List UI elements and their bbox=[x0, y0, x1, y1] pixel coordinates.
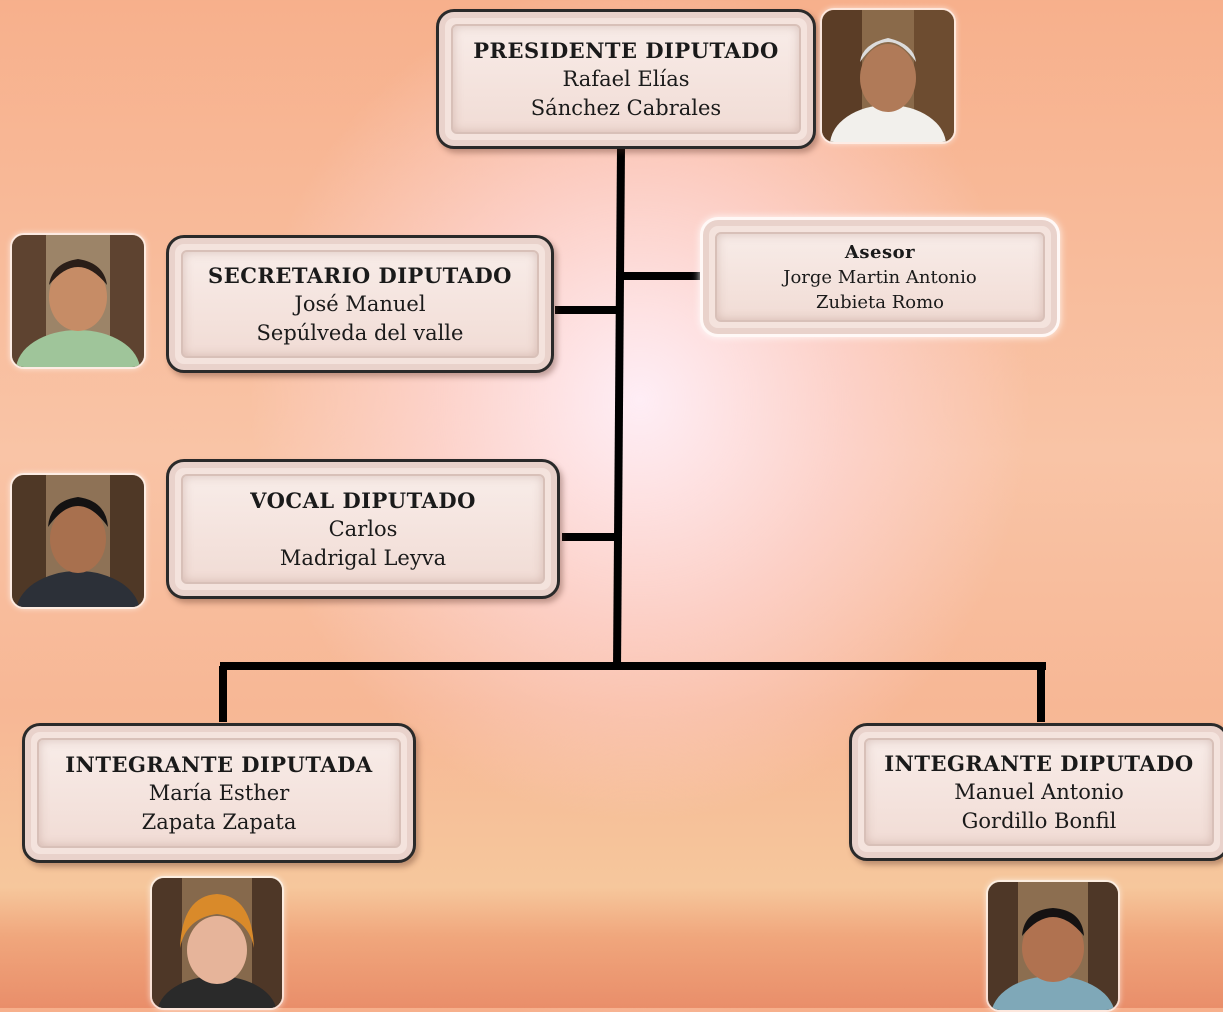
member-left-title: INTEGRANTE DIPUTADA bbox=[65, 751, 373, 777]
president-name1: Rafael Elías bbox=[562, 66, 690, 91]
asesor-title: Asesor bbox=[844, 241, 916, 263]
asesor-box: Asesor Jorge Martin Antonio Zubieta Romo bbox=[700, 217, 1060, 337]
member-right-name1: Manuel Antonio bbox=[954, 779, 1124, 804]
portrait-vocal-icon bbox=[10, 473, 146, 609]
secretary-name1: José Manuel bbox=[294, 291, 426, 316]
member-left-name1: María Esther bbox=[148, 780, 290, 805]
asesor-name2: Zubieta Romo bbox=[815, 291, 944, 313]
trunk-line bbox=[613, 147, 625, 669]
member-right-name2: Gordillo Bonfil bbox=[961, 808, 1117, 833]
portrait-secretary-icon bbox=[10, 233, 146, 369]
vocal-name1: Carlos bbox=[328, 516, 398, 541]
president-box: PRESIDENTE DIPUTADO Rafael Elías Sánchez… bbox=[436, 9, 816, 149]
vocal-box: VOCAL DIPUTADO Carlos Madrigal Leyva bbox=[166, 459, 560, 599]
vocal-title: VOCAL DIPUTADO bbox=[250, 487, 476, 513]
secretary-name2: Sepúlveda del valle bbox=[256, 320, 464, 345]
portrait-member-left-icon bbox=[150, 876, 284, 1010]
president-title: PRESIDENTE DIPUTADO bbox=[473, 37, 779, 63]
portrait-member-right-icon bbox=[986, 880, 1120, 1012]
member-right-title: INTEGRANTE DIPUTADO bbox=[884, 750, 1194, 776]
secretary-title: SECRETARIO DIPUTADO bbox=[208, 262, 512, 288]
member-left-box: INTEGRANTE DIPUTADA María Esther Zapata … bbox=[22, 723, 416, 863]
vocal-name2: Madrigal Leyva bbox=[279, 545, 447, 570]
portrait-president-icon bbox=[820, 8, 956, 144]
secretary-box: SECRETARIO DIPUTADO José Manuel Sepúlved… bbox=[166, 235, 554, 373]
asesor-name1: Jorge Martin Antonio bbox=[783, 266, 977, 288]
member-left-name2: Zapata Zapata bbox=[141, 809, 297, 834]
member-right-box: INTEGRANTE DIPUTADO Manuel Antonio Gordi… bbox=[849, 723, 1223, 861]
president-name2: Sánchez Cabrales bbox=[530, 95, 722, 120]
